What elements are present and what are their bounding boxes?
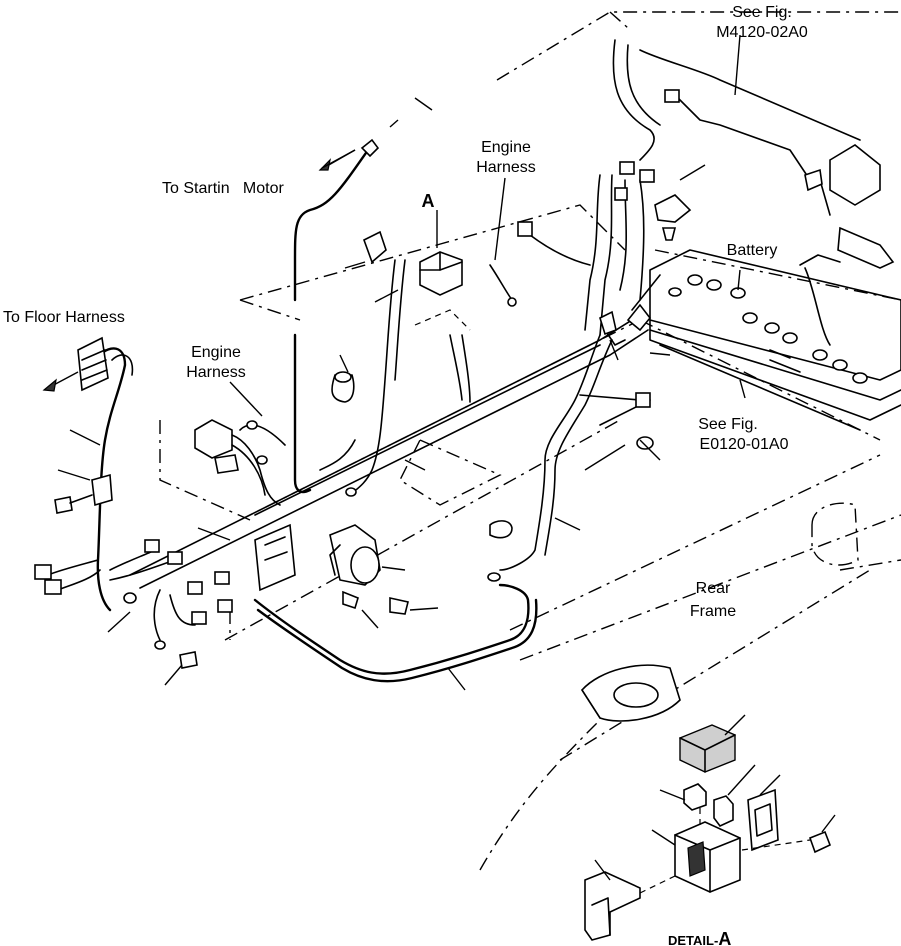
detail-a-title-letter: A (718, 929, 731, 946)
battery-label: Battery (727, 242, 778, 259)
engine-harness-left-label-line1: Engine (191, 344, 241, 361)
detail-a-title: DETAIL-A (668, 929, 731, 946)
see-fig-e0120-label-line1: See Fig. (698, 416, 758, 433)
detail-a-title-word: DETAIL- (668, 933, 718, 946)
relay-cable-bundle (319, 230, 471, 497)
detail-a-exploded-view (584, 724, 832, 941)
see-fig-m4120-label-line1: See Fig. (732, 4, 792, 21)
battery-assembly (649, 249, 901, 431)
see-fig-e0120-label-line2: E0120-01A0 (700, 436, 789, 453)
see-fig-m4120-label-line2: M4120-02A0 (716, 24, 808, 41)
center-components (194, 419, 513, 615)
to-starting-motor-label: To Startin Motor (162, 180, 284, 197)
diagram-labels: See Fig. M4120-02A0 Engine Harness To St… (3, 4, 808, 946)
engine-harness-left-label-line2: Harness (186, 364, 246, 381)
rear-frame-label-line2: Frame (690, 603, 736, 620)
rear-frame-label-line1: Rear (696, 580, 731, 597)
main-harness (129, 303, 654, 589)
upper-right-harness (612, 39, 895, 346)
arrow-left-icon (42, 371, 79, 392)
detail-a-marker: A (422, 191, 435, 211)
engine-harness-top-label-line2: Harness (476, 159, 536, 176)
callout-leader-lines (57, 34, 836, 881)
engine-harness-top-label-line1: Engine (481, 139, 531, 156)
to-floor-harness-label: To Floor Harness (3, 309, 125, 326)
engine-harness-upper (489, 161, 692, 336)
arrow-up-left-icon (321, 149, 356, 169)
lower-loop-cable (253, 583, 538, 683)
left-harness-components (34, 336, 233, 669)
starting-motor-cable (293, 138, 380, 494)
rear-frame-lug (580, 664, 681, 722)
